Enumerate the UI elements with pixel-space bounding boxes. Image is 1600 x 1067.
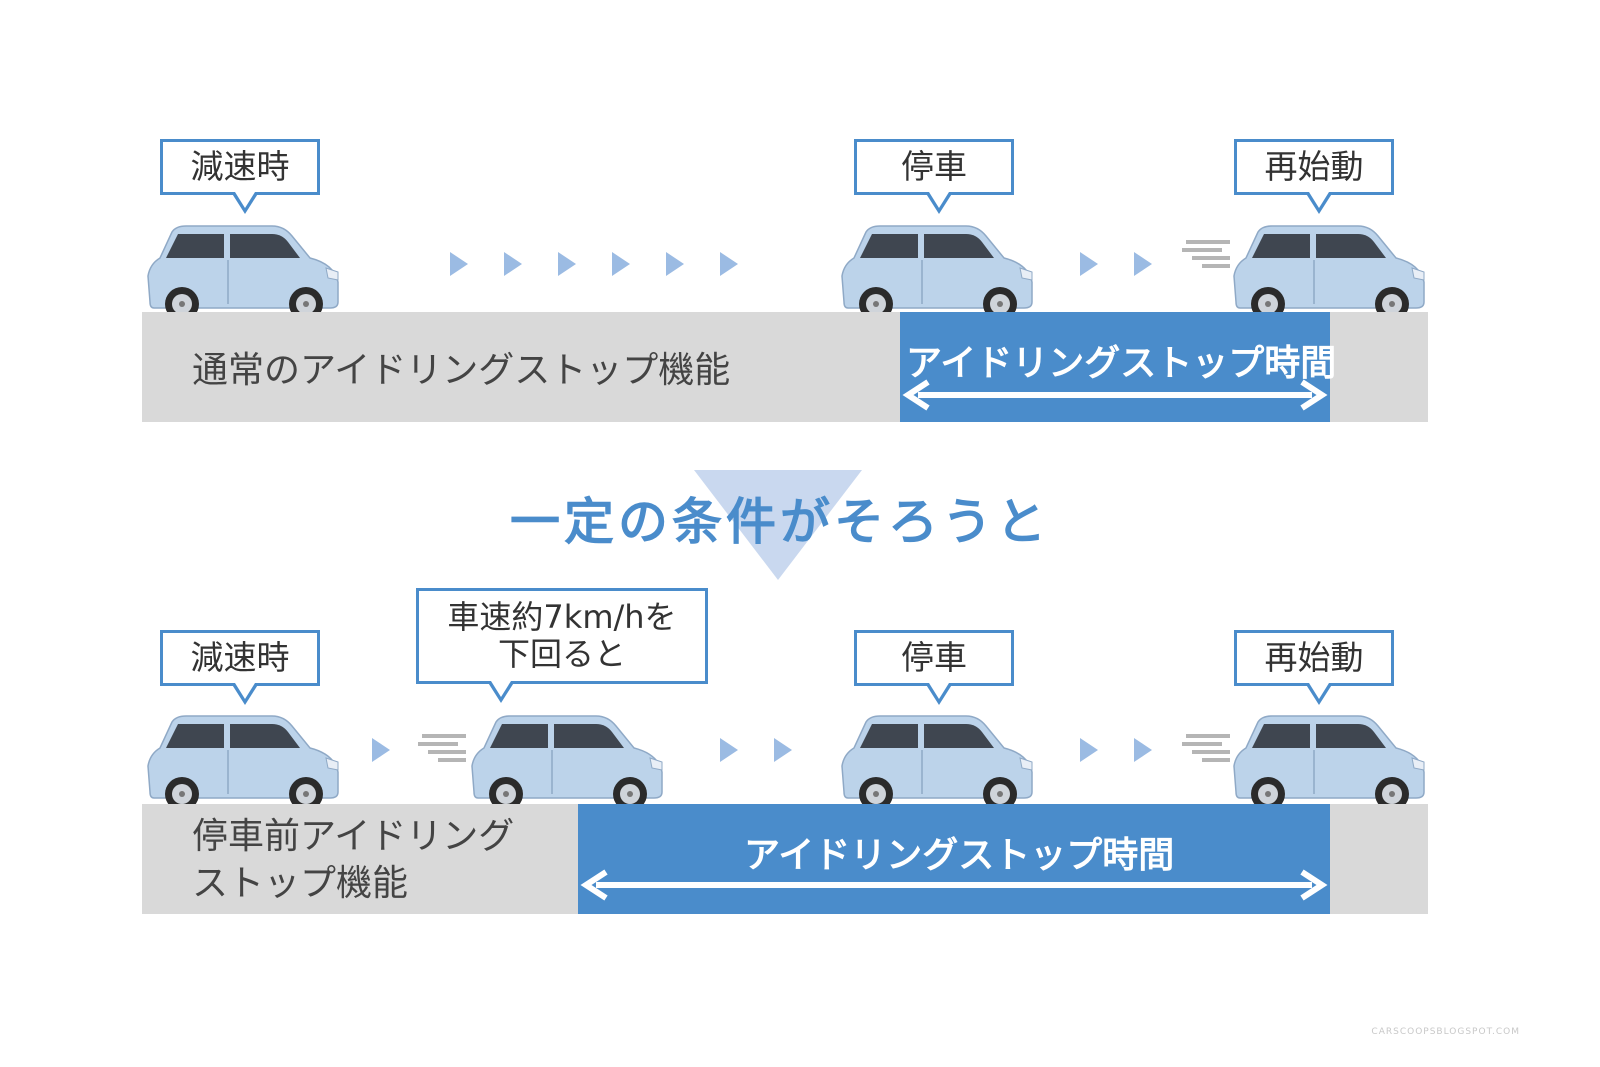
double-arrow-icon [580, 869, 1328, 901]
car-icon [841, 715, 1033, 810]
speed-condition-line2: 下回ると [497, 635, 626, 673]
condition-heading: 一定の条件がそろうと [510, 493, 1050, 551]
bubble-restart-bottom: 再始動 [1234, 630, 1394, 705]
bubble-restart-label: 再始動 [1264, 638, 1364, 678]
bubble-decelerating-bottom: 減速時 [160, 630, 320, 705]
progress-arrow-icon [504, 252, 522, 276]
progress-arrow-icon [774, 738, 792, 762]
prestop-label-line1: 停車前アイドリング [192, 816, 515, 857]
car-icon [1233, 715, 1425, 810]
progress-arrow-icon [1080, 252, 1098, 276]
progress-arrow-icon [1134, 252, 1152, 276]
bubble-decelerating-label: 減速時 [190, 147, 290, 187]
car-icon [841, 225, 1033, 320]
speed-lines-icon [418, 734, 466, 762]
bubble-restart-top: 再始動 [1234, 139, 1394, 214]
bubble-stopped-bottom: 停車 [854, 630, 1014, 705]
watermark: CARSCOOPSBLOGSPOT.COM [1371, 1027, 1520, 1037]
progress-arrow-icon [1080, 738, 1098, 762]
bubble-restart-label: 再始動 [1264, 147, 1364, 187]
progress-arrow-icon [666, 252, 684, 276]
car-icon [147, 225, 339, 320]
idle-stop-time-label: アイドリングストップ時間 [744, 835, 1175, 876]
car-icon [471, 715, 663, 810]
progress-arrow-icon [612, 252, 630, 276]
double-arrow-icon [902, 379, 1328, 411]
progress-arrow-icon [720, 252, 738, 276]
bubble-stopped-top: 停車 [854, 139, 1014, 214]
speed-lines-icon [1182, 734, 1230, 762]
bubble-decelerating-top: 減速時 [160, 139, 320, 214]
progress-arrow-icon [1134, 738, 1152, 762]
car-icon [1233, 225, 1425, 320]
bubble-decelerating-label: 減速時 [190, 638, 290, 678]
progress-arrow-icon [450, 252, 468, 276]
progress-arrow-icon [372, 738, 390, 762]
idle-stop-time-label: アイドリングストップ時間 [906, 343, 1337, 384]
prestop-idle-stop-label: 停車前アイドリング ストップ機能 [192, 814, 514, 908]
car-icon [147, 715, 339, 810]
progress-arrow-icon [720, 738, 738, 762]
speed-condition-line1: 車速約7km/hを [447, 598, 677, 637]
idle-stop-band-bottom [578, 804, 1330, 914]
bubble-speed-condition: 車速約7km/hを 下回ると [416, 588, 708, 703]
bubble-stopped-label: 停車 [901, 147, 967, 187]
bubble-stopped-label: 停車 [901, 638, 967, 678]
idle-stop-band-top [900, 312, 1330, 422]
normal-idle-stop-label: 通常のアイドリングストップ機能 [192, 350, 731, 391]
progress-arrow-icon [558, 252, 576, 276]
down-arrow-icon [694, 470, 862, 580]
speed-lines-icon [1182, 240, 1230, 268]
prestop-label-line2: ストップ機能 [192, 862, 409, 904]
